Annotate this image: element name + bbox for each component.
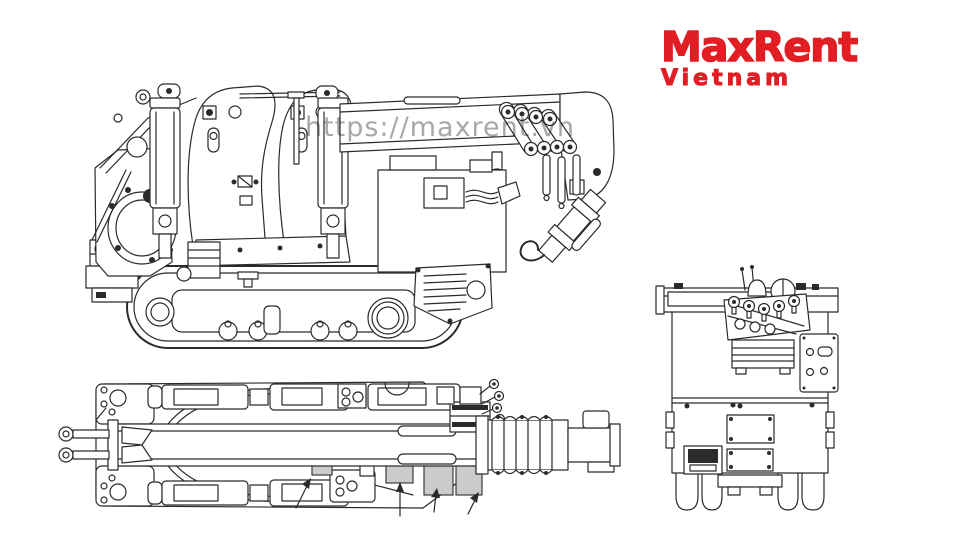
hook-block [519, 188, 607, 263]
crane-top-view [58, 378, 621, 517]
brand-name: MaxRent [660, 23, 859, 71]
crane-side-view [85, 83, 615, 349]
brand-logo: MaxRent Vietnam [660, 23, 859, 92]
outrigger-cylinder-rear [149, 97, 181, 259]
watermark-url: https://maxrent.vn [304, 112, 576, 143]
lever-knobs [727, 294, 801, 335]
brand-subtitle: Vietnam [660, 66, 793, 92]
crane-rear-view [655, 265, 839, 511]
boom-head-sheaves [498, 101, 578, 157]
